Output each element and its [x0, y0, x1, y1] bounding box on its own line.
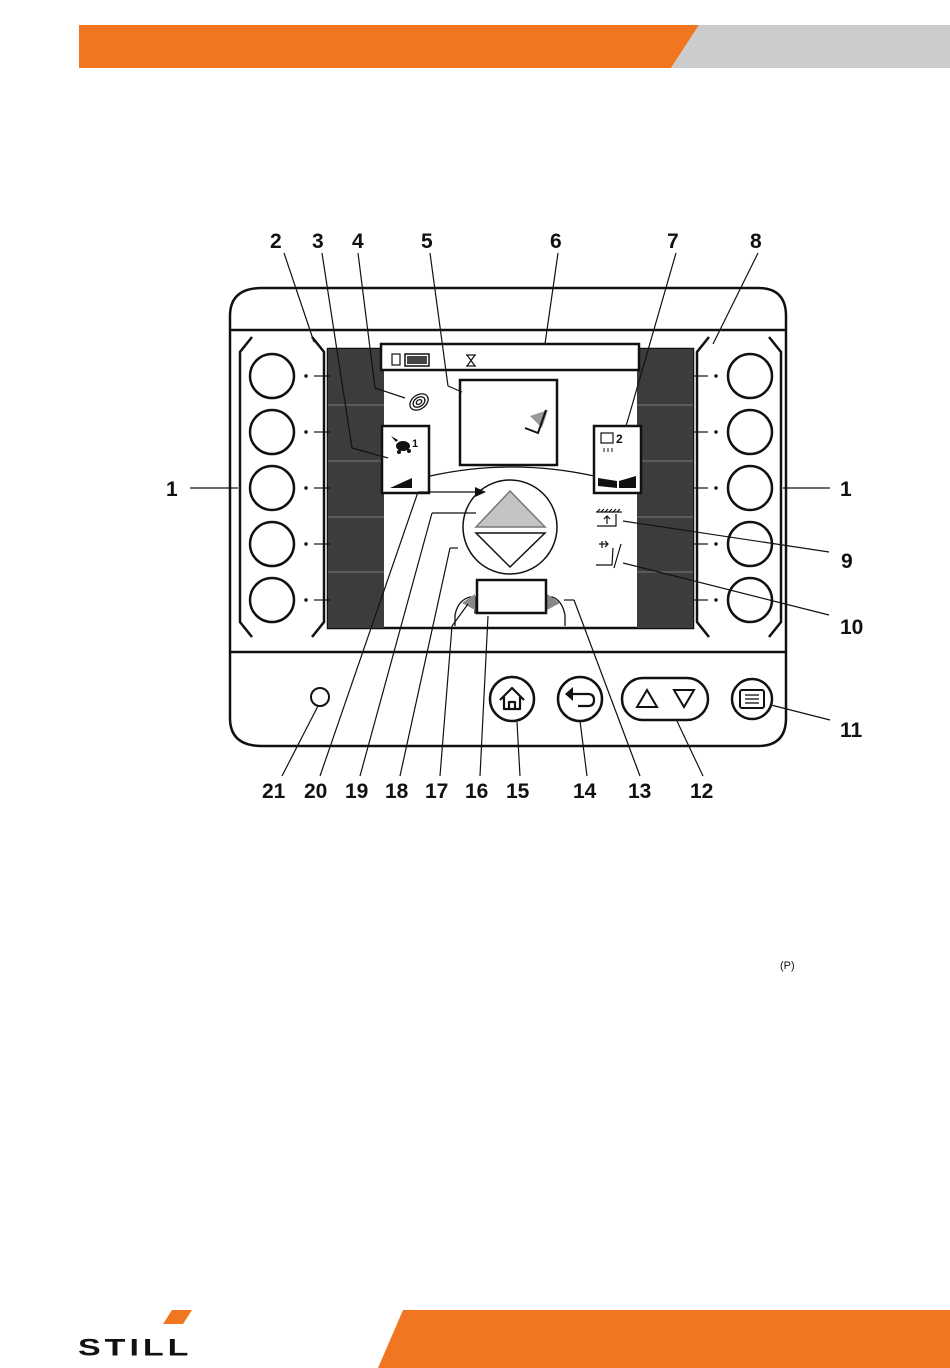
callout-20: 20 — [304, 780, 327, 803]
home-button — [490, 677, 534, 721]
callout-13: 13 — [628, 780, 651, 803]
callout-2: 2 — [270, 230, 282, 253]
softkey-left-1 — [250, 354, 294, 398]
callout-8: 8 — [750, 230, 762, 253]
callout-17: 17 — [425, 780, 448, 803]
left-softkey-strip — [328, 349, 384, 628]
info-box — [477, 580, 546, 613]
right-softkey-strip — [637, 349, 693, 628]
callout-18: 18 — [385, 780, 409, 803]
callout-15: 15 — [506, 780, 530, 803]
softkey-right-3 — [728, 466, 772, 510]
callout-10: 10 — [840, 616, 863, 639]
callout-6: 6 — [550, 230, 562, 253]
gear-left-label: 1 — [412, 438, 418, 450]
light-sensor — [311, 688, 329, 706]
softkey-left-4 — [250, 522, 294, 566]
softkey-left-5 — [250, 578, 294, 622]
softkey-right-2 — [728, 410, 772, 454]
callout-1-right: 1 — [840, 478, 852, 501]
parking-symbol: (P) — [780, 960, 795, 972]
callout-11: 11 — [840, 719, 863, 742]
callout-9: 9 — [841, 550, 853, 573]
back-button — [558, 677, 602, 721]
softkey-right-5 — [728, 578, 772, 622]
gear-right-label: 2 — [616, 432, 623, 446]
callout-7: 7 — [667, 230, 679, 253]
callout-19: 19 — [345, 780, 368, 803]
callout-5: 5 — [421, 230, 433, 253]
softkey-right-1 — [728, 354, 772, 398]
softkey-left-3 — [250, 466, 294, 510]
left-inner-bracket — [312, 337, 324, 637]
logo-accent — [163, 1310, 192, 1324]
menu-button — [732, 679, 772, 719]
callout-21: 21 — [262, 780, 286, 803]
softkey-right-4 — [728, 522, 772, 566]
right-inner-bracket — [697, 337, 709, 637]
callout-12: 12 — [690, 780, 713, 803]
callout-14: 14 — [573, 780, 597, 803]
still-logo: STILL — [78, 1334, 192, 1362]
callout-16: 16 — [465, 780, 488, 803]
scroll-buttons — [622, 678, 708, 720]
callout-3: 3 — [312, 230, 324, 253]
callout-4: 4 — [352, 230, 364, 253]
callout-1-left: 1 — [166, 478, 178, 501]
softkey-left-2 — [250, 410, 294, 454]
